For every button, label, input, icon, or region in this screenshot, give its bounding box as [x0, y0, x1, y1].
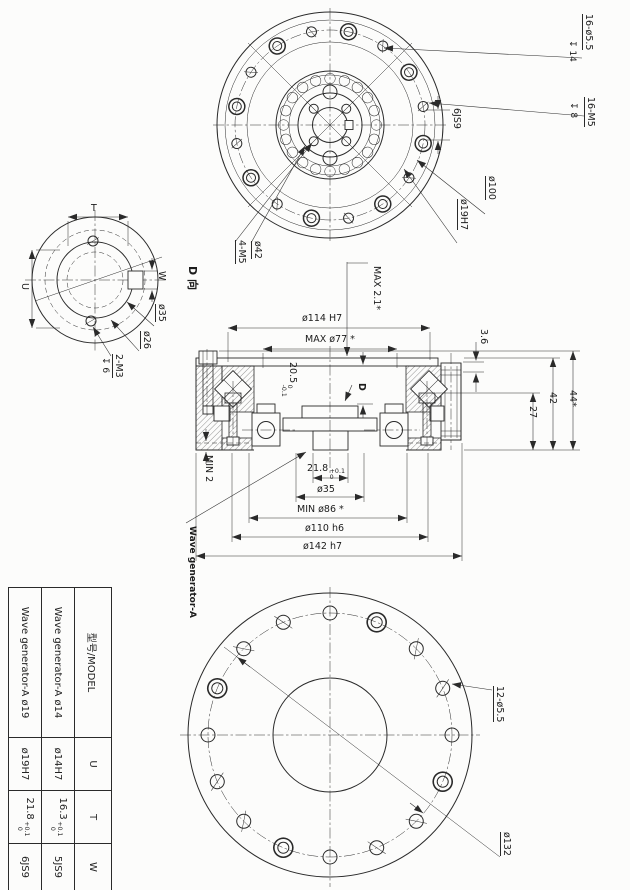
label-bore: ø19H7 — [457, 199, 469, 231]
bearing-balls — [277, 72, 383, 178]
label-16-m5-depth: ↧ 8 — [568, 102, 578, 119]
dim-27: 27 — [527, 406, 538, 419]
top-view-leaders — [234, 45, 585, 244]
label-2m3: 2-M3 — [112, 354, 124, 378]
label-bc132: ø132 — [500, 832, 512, 856]
label-16-holes-depth: ↧ 14 — [567, 40, 577, 62]
d-view-title: D 向 — [186, 266, 199, 290]
dim-max-clearance: MAX 2.1* — [371, 266, 382, 311]
dim-u: U — [19, 283, 30, 290]
hub-holes — [308, 84, 352, 166]
dim-110: ø110 h6 — [305, 523, 345, 534]
keyway-slot — [344, 120, 354, 130]
label-2m3-depth: ↧ 6 — [100, 357, 110, 374]
label-hub-holes: 4-M5 — [235, 240, 247, 264]
col-model: 型号/MODEL — [74, 587, 112, 738]
dim-86: MIN ø86 * — [297, 504, 344, 515]
bottom-view-linework — [180, 587, 501, 887]
dim-t: T — [91, 203, 97, 214]
spec-table-header-row: 型号/MODEL U T W — [74, 587, 112, 890]
label-d35: ø35 — [155, 304, 167, 322]
col-u: U — [74, 737, 112, 791]
col-w: W — [74, 843, 112, 890]
bottom-flange-holes — [200, 605, 460, 865]
section-dims — [185, 262, 580, 561]
dim-77: MAX ø77 * — [305, 334, 355, 345]
dim-44: 44* — [567, 390, 578, 407]
dim-min2: MIN 2 — [203, 455, 214, 483]
dim-114: ø114 H7 — [302, 313, 343, 324]
dim-36: 3.6 — [478, 329, 489, 345]
dim-42: 42 — [547, 392, 558, 405]
view-d-arrow-label: D — [356, 383, 367, 391]
label-16-m5: 16-M5 — [584, 97, 596, 127]
d-view-keyway-tab — [127, 270, 144, 290]
dim-w: W — [156, 271, 167, 281]
label-16-holes: 16-ø5.5 — [582, 14, 594, 51]
ball-bearings — [251, 403, 409, 447]
label-d26: ø26 — [140, 331, 152, 349]
top-view-linework — [213, 8, 447, 242]
col-t: T — [74, 790, 112, 844]
dim-142: ø142 h7 — [303, 541, 343, 552]
callout-wave-generator: Wave generator-A — [187, 526, 197, 618]
label-12-holes: 12-ø5.5 — [493, 686, 505, 723]
label-keyway-fit: 6JS9 — [451, 108, 462, 129]
d-view-holes — [84, 235, 100, 327]
section-linework — [195, 346, 462, 474]
spec-table: 型号/MODEL U T W Wave generator-A ø14 ø14H… — [8, 587, 112, 890]
d-view-dims — [28, 213, 158, 357]
dim-35: ø35 — [317, 484, 335, 495]
label-hub-dia: ø42 — [251, 241, 263, 259]
label-bolt-circle: ø100 — [485, 176, 497, 200]
bottom-holes-leader — [451, 682, 493, 691]
